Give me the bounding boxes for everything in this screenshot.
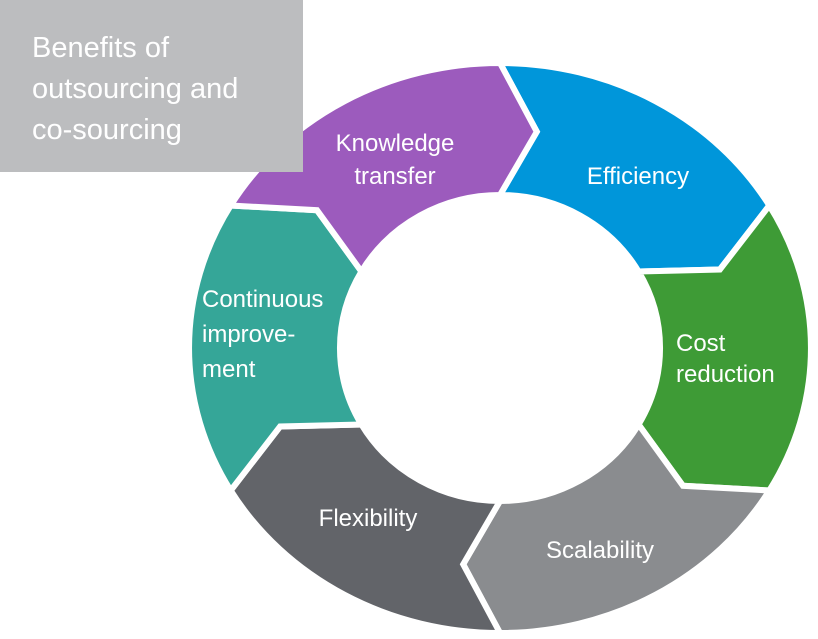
- label-line: Efficiency: [587, 163, 689, 190]
- label-knowledge-transfer: Knowledge transfer: [336, 130, 455, 190]
- segment-flexibility: [227, 421, 506, 637]
- label-line: Knowledge: [336, 130, 455, 157]
- label-continuous-improvement: Continuous improve-ment: [202, 286, 323, 383]
- label-line: Cost: [676, 330, 726, 357]
- label-line: transfer: [354, 163, 435, 190]
- label-cost-reduction: Cost reduction: [676, 330, 775, 388]
- segment-cost-reduction: [633, 200, 814, 494]
- label-efficiency: Efficiency: [587, 163, 689, 190]
- diagram-title: Benefits of outsourcing and co-sourcing: [32, 32, 239, 146]
- label-flexibility: Flexibility: [319, 505, 418, 532]
- segment-scalability: [459, 419, 775, 637]
- segment-efficiency: [494, 59, 773, 275]
- label-scalability: Scalability: [546, 537, 654, 564]
- label-line: improve-: [202, 321, 295, 348]
- label-line: reduction: [676, 361, 775, 388]
- label-line: Flexibility: [319, 505, 418, 532]
- label-line: Continuous: [202, 286, 323, 313]
- segment-continuous-improvement: [186, 202, 367, 496]
- title-box: Benefits of outsourcing and co-sourcing: [0, 0, 303, 172]
- label-line: ment: [202, 356, 256, 383]
- label-line: Scalability: [546, 537, 654, 564]
